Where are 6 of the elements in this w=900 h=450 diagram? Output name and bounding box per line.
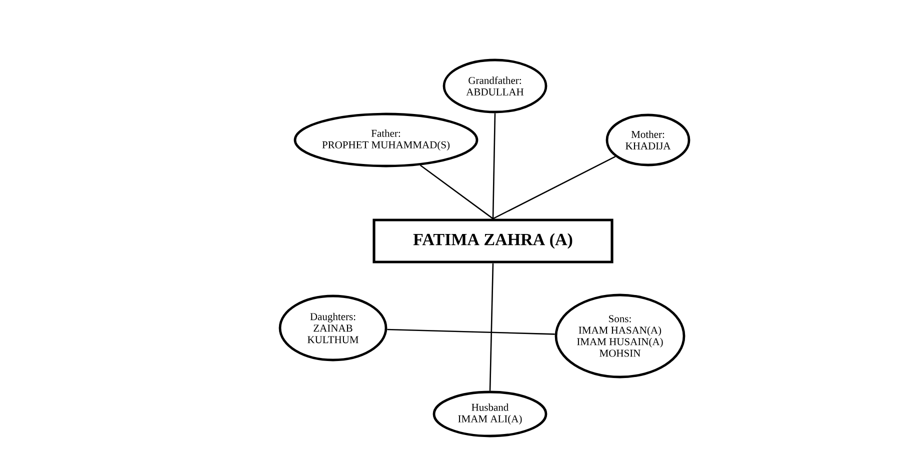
name-box: FATIMA ZAHRA (A) [372,218,614,264]
connector-line [387,328,555,335]
connector-line [420,164,494,220]
connector-line [492,156,616,220]
connector-line [489,263,494,391]
connector-line [492,113,496,219]
